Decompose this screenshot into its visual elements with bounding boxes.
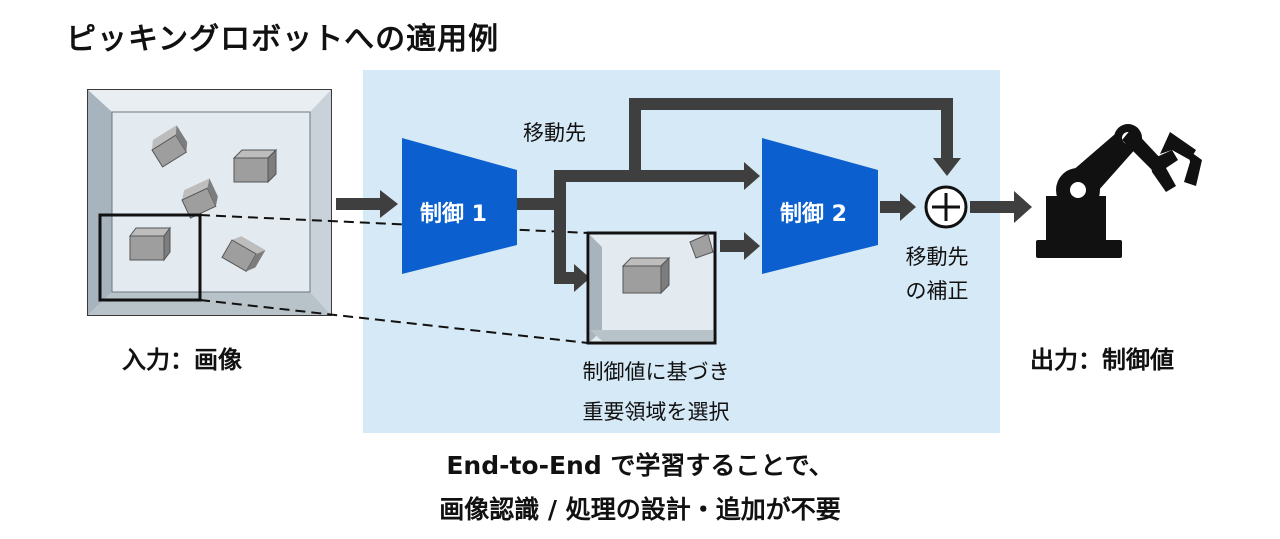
arrow-crop-to-control2 <box>720 232 760 260</box>
selection-label: 制御値に基づき 重要領域を選択 <box>556 352 756 432</box>
correction-label-line2: の補正 <box>905 279 969 303</box>
part-box <box>181 178 218 219</box>
control2-block <box>762 138 878 274</box>
page-title: ピッキングロボットへの適用例 <box>66 22 500 57</box>
circle-plus-icon <box>924 185 968 229</box>
robot-arm-icon <box>1036 124 1202 258</box>
part-box <box>221 236 266 273</box>
footer-line2: 画像認識 / 処理の設計・追加が不要 <box>439 495 841 524</box>
correction-label: 移動先 の補正 <box>892 240 982 308</box>
part-box <box>232 148 278 184</box>
part-box <box>621 256 671 295</box>
input-label: 入力：画像 <box>122 346 242 374</box>
part-box <box>129 226 171 262</box>
control1-output-lines <box>517 98 961 292</box>
cropped-region-image <box>586 231 717 345</box>
input-image <box>87 89 332 316</box>
output-label: 出力：制御値 <box>1030 346 1174 374</box>
arrow-plus-to-robot <box>970 191 1032 223</box>
selection-label-line2: 重要領域を選択 <box>582 400 730 424</box>
arrow-input-to-control1 <box>336 190 398 218</box>
arrow-control2-to-plus <box>880 193 916 221</box>
selection-label-line1: 制御値に基づき <box>582 360 730 384</box>
selection-region <box>98 213 202 302</box>
part-box <box>151 125 188 168</box>
footer-line1: End-to-End で学習することで、 <box>446 451 834 480</box>
control2-label: 制御 2 <box>780 202 847 227</box>
control1-label: 制御 1 <box>420 202 487 227</box>
correction-label-line1: 移動先 <box>905 245 969 269</box>
control1-block <box>402 138 517 274</box>
move-target-label: 移動先 <box>523 121 586 145</box>
